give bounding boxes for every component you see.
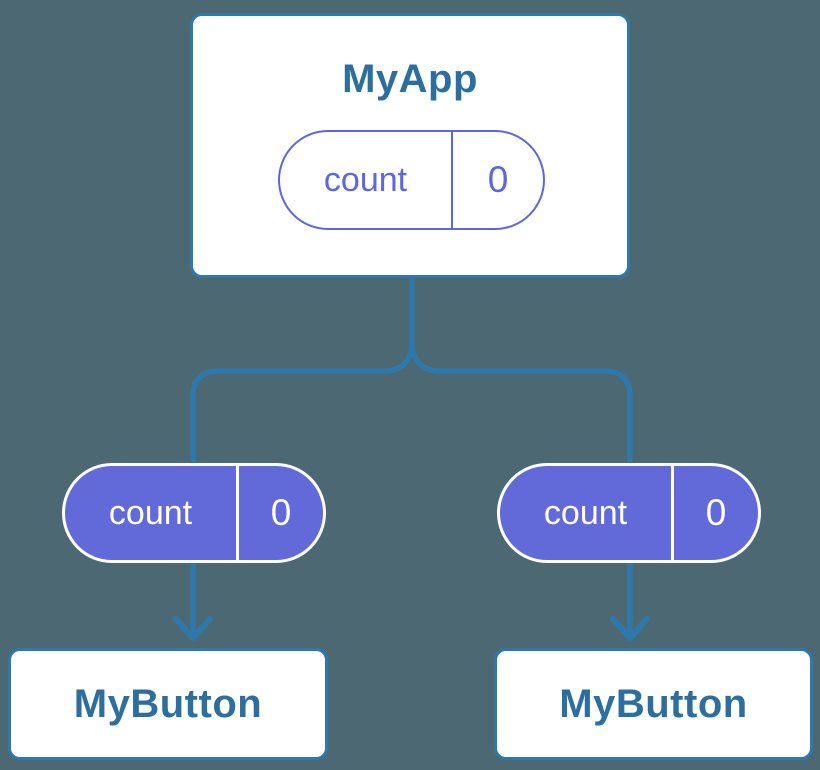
arrowhead-left-icon — [173, 616, 213, 641]
component-node-mybutton-left: MyButton — [8, 648, 328, 760]
connector-branch-right — [409, 343, 633, 636]
prop-name-label: count — [65, 466, 239, 560]
state-pill: count 0 — [278, 130, 545, 230]
component-title: MyButton — [559, 682, 748, 726]
connector-branch-left — [190, 343, 415, 636]
prop-pill-right: count 0 — [497, 463, 761, 563]
prop-value-label: 0 — [270, 492, 292, 533]
arrowhead-right-icon — [610, 616, 650, 641]
prop-pill-left: count 0 — [62, 463, 326, 563]
component-node-mybutton-right: MyButton — [494, 648, 813, 760]
state-value-label: 0 — [487, 159, 509, 200]
component-node-myapp: MyApp count 0 — [190, 13, 630, 278]
state-name-label: count — [280, 132, 453, 228]
prop-value-label: 0 — [705, 492, 727, 533]
prop-name-label: count — [500, 466, 674, 560]
component-title: MyButton — [73, 682, 263, 726]
component-title: MyApp — [342, 57, 478, 101]
